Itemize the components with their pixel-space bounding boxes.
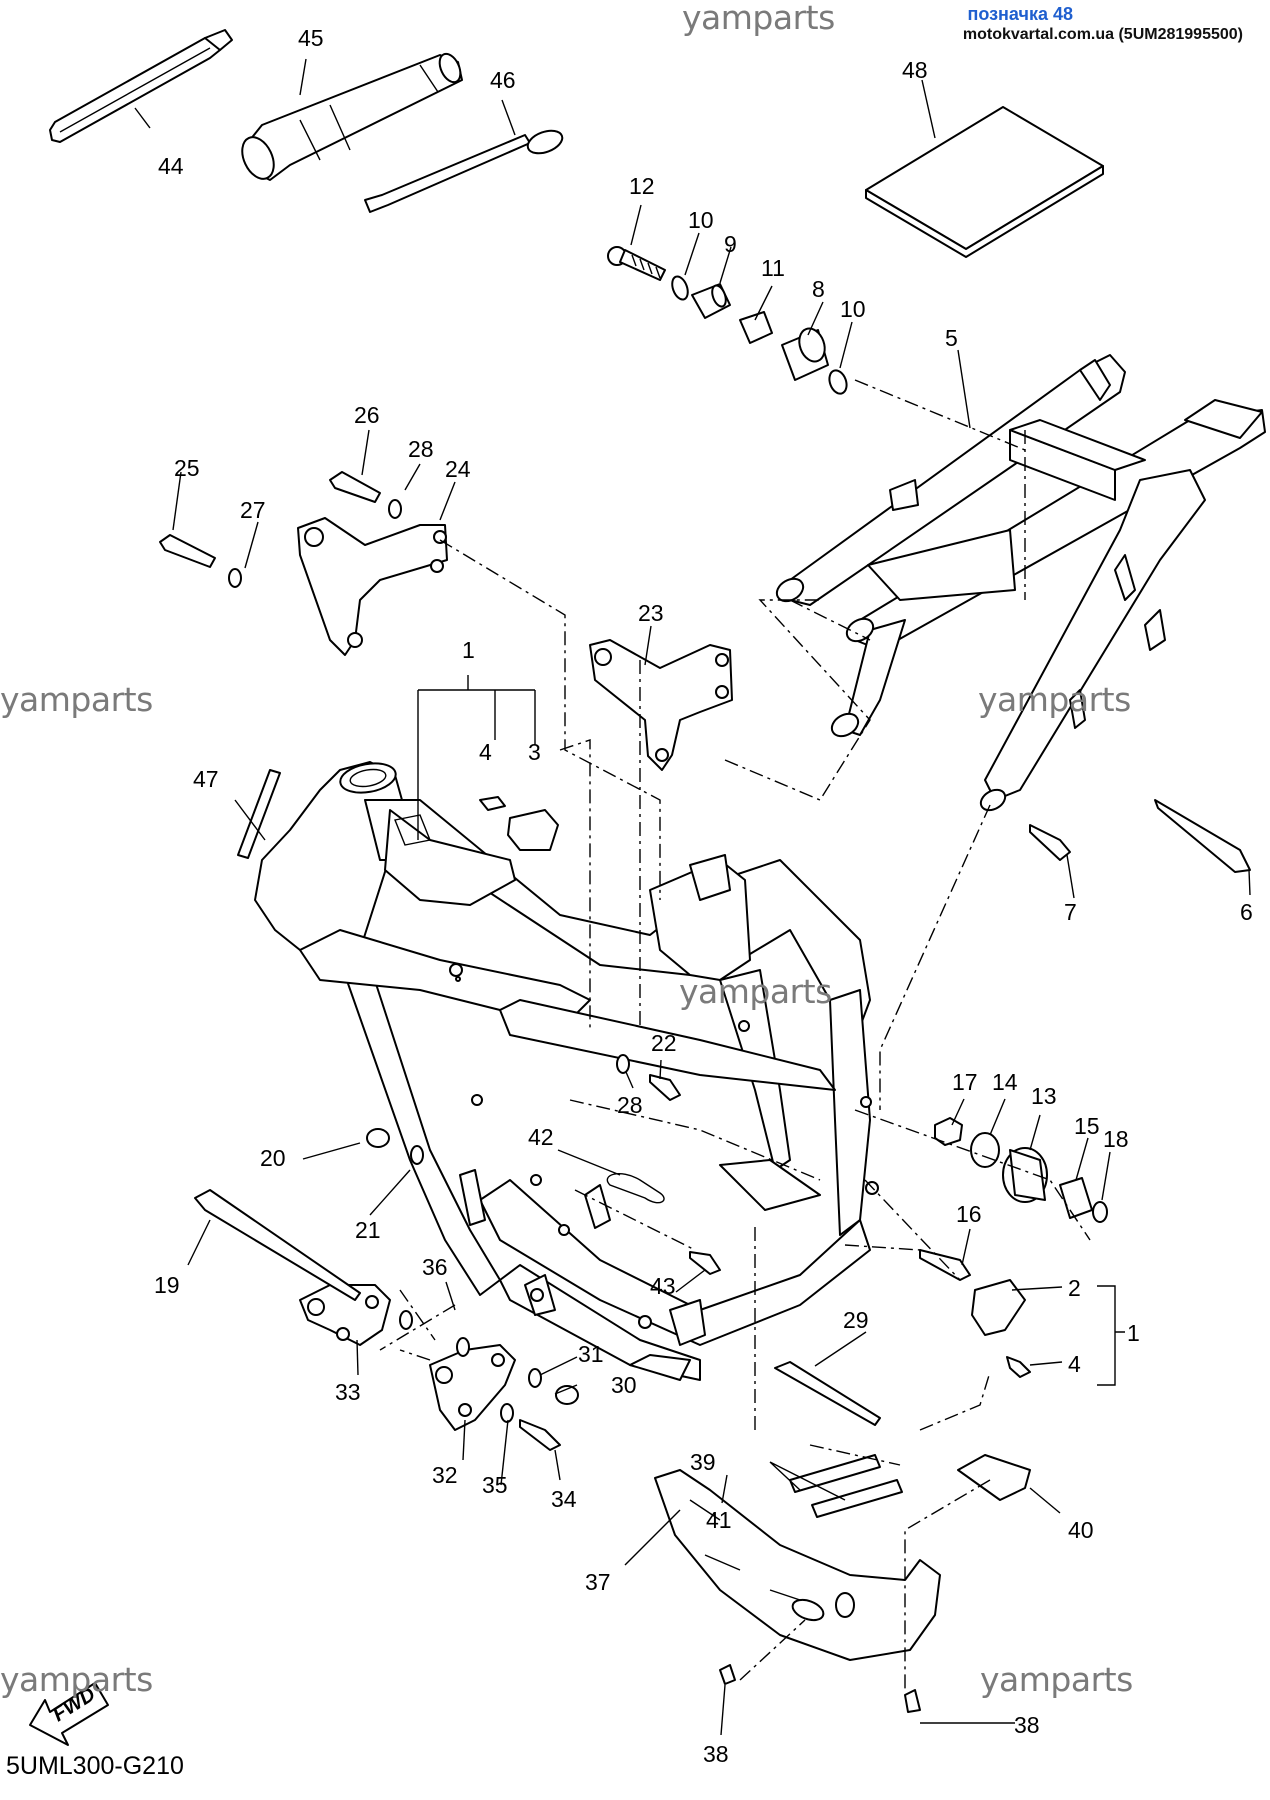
callout-32: 32 <box>432 1462 458 1488</box>
damper-pads <box>789 1454 903 1518</box>
callout-26: 26 <box>354 402 380 428</box>
callout-33: 33 <box>335 1379 361 1405</box>
tommy-bar-tool <box>364 129 564 213</box>
callout-17: 17 <box>952 1069 978 1095</box>
callout-19: 19 <box>154 1272 180 1298</box>
callout-10b: 10 <box>840 296 866 322</box>
callout-31: 31 <box>578 1341 604 1367</box>
bolts <box>159 471 1251 1713</box>
callout-leaders <box>134 58 1251 1736</box>
watermark-bottom-right: yamparts <box>980 1660 1133 1699</box>
callout-1a: 1 <box>462 637 475 663</box>
watermark-center: yamparts <box>679 972 832 1011</box>
callout-48: 48 <box>902 57 928 83</box>
callout-38a: 38 <box>703 1741 729 1767</box>
callout-47: 47 <box>193 766 219 792</box>
callout-23: 23 <box>638 600 664 626</box>
bracket-3 <box>507 809 559 851</box>
callout-21: 21 <box>355 1217 381 1243</box>
callout-30: 30 <box>611 1372 637 1398</box>
bracket-2 <box>971 1279 1026 1336</box>
watermark-left: yamparts <box>0 680 153 719</box>
callout-38b: 38 <box>1014 1712 1040 1738</box>
callout-12: 12 <box>629 173 655 199</box>
clip-42 <box>606 1172 665 1204</box>
plate-40 <box>957 1454 1031 1501</box>
header-tag: позначка 48 <box>967 4 1073 24</box>
callout-2: 2 <box>1068 1275 1081 1301</box>
callout-29: 29 <box>843 1307 869 1333</box>
skid-plate <box>654 1469 941 1661</box>
callout-45: 45 <box>298 25 324 51</box>
callout-43: 43 <box>650 1273 676 1299</box>
callout-7: 7 <box>1064 899 1077 925</box>
callout-40: 40 <box>1068 1517 1094 1543</box>
shock-mount-hardware <box>607 246 848 395</box>
callout-18: 18 <box>1103 1126 1129 1152</box>
callout-14: 14 <box>992 1069 1018 1095</box>
callout-37: 37 <box>585 1569 611 1595</box>
main-frame <box>254 761 879 1381</box>
callout-42: 42 <box>528 1124 554 1150</box>
watermark-bottom-left: yamparts <box>0 1660 153 1699</box>
callout-44: 44 <box>158 153 184 179</box>
engine-bracket-lower-right <box>429 1344 516 1431</box>
callout-6: 6 <box>1240 899 1253 925</box>
spanner-tool <box>49 29 233 143</box>
callout-28a: 28 <box>408 436 434 462</box>
callout-22: 22 <box>651 1030 677 1056</box>
callout-25: 25 <box>174 455 200 481</box>
callout-27: 27 <box>240 497 266 523</box>
header-site: motokvartal.com.ua (5UM281995500) <box>962 26 1243 43</box>
callout-13: 13 <box>1031 1083 1057 1109</box>
callout-20: 20 <box>260 1145 286 1171</box>
callout-24: 24 <box>445 456 471 482</box>
owners-manual <box>865 106 1104 258</box>
callout-16: 16 <box>956 1201 982 1227</box>
callout-5: 5 <box>945 325 958 351</box>
callout-39: 39 <box>690 1449 716 1475</box>
socket-wrench-tool <box>241 52 463 181</box>
assembly-lines <box>379 379 1091 1690</box>
callout-4b: 4 <box>1068 1351 1081 1377</box>
callout-labels: 45 46 44 48 12 10 9 11 8 10 5 26 28 24 2… <box>154 25 1253 1767</box>
watermark-top: yamparts <box>682 0 835 37</box>
callout-15: 15 <box>1074 1113 1100 1139</box>
callout-36: 36 <box>422 1254 448 1280</box>
watermark-right: yamparts <box>978 680 1131 719</box>
callout-46: 46 <box>490 67 516 93</box>
callout-11: 11 <box>761 255 785 281</box>
callout-4a: 4 <box>479 739 492 765</box>
callout-34: 34 <box>551 1486 577 1512</box>
callout-9: 9 <box>724 231 737 257</box>
engine-bracket-upper-right <box>589 639 733 771</box>
callout-10a: 10 <box>688 207 714 233</box>
callout-41: 41 <box>706 1507 732 1533</box>
callout-8: 8 <box>812 276 825 302</box>
frame-protector-strip <box>237 769 281 859</box>
rear-subframe <box>775 354 1266 812</box>
callout-1b: 1 <box>1127 1320 1140 1346</box>
callout-3: 3 <box>528 739 541 765</box>
diagram-code: 5UML300-G210 <box>6 1752 184 1780</box>
engine-bracket-upper-left <box>297 517 448 656</box>
callout-35: 35 <box>482 1472 508 1498</box>
callout-28b: 28 <box>617 1092 643 1118</box>
